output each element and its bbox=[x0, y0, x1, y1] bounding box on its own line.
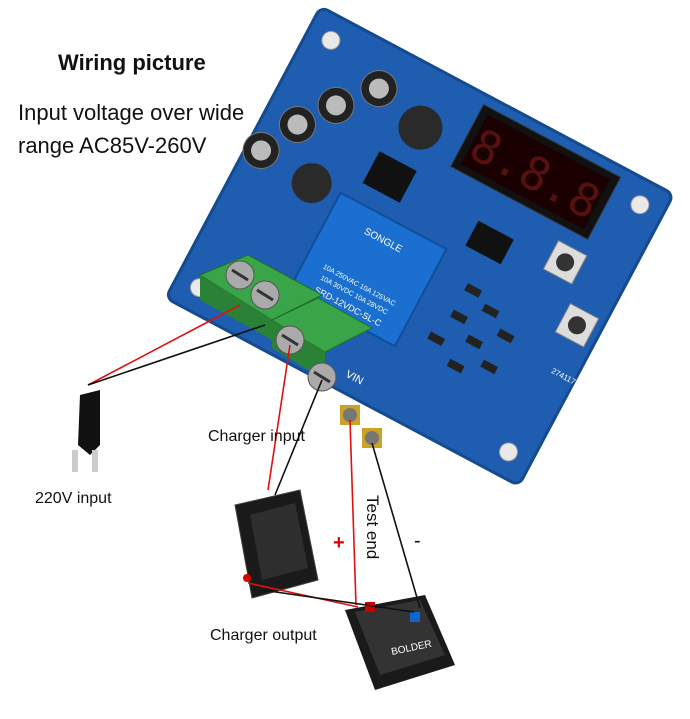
ac-plug bbox=[72, 390, 100, 472]
page-title: Wiring picture bbox=[58, 50, 206, 75]
plus-label: + bbox=[333, 532, 345, 554]
charger-input-label: Charger input bbox=[208, 428, 305, 445]
battery: BOLDER bbox=[345, 595, 455, 690]
charger-adapter bbox=[234, 489, 319, 599]
subtitle-line-1: Input voltage over wide bbox=[18, 100, 245, 125]
pcb-board: 8.8.8 SONGLE 10A 250VAC 10A 125VAC 10A 3… bbox=[166, 7, 673, 485]
test-end-label: Test end bbox=[363, 495, 382, 560]
input-220v-label: 220V input bbox=[35, 490, 112, 507]
subtitle-line-2: range AC85V-260V bbox=[18, 133, 207, 158]
test-terminals bbox=[340, 405, 382, 448]
minus-label: - bbox=[414, 530, 421, 552]
charger-output-label: Charger output bbox=[210, 627, 317, 644]
terminal-block-charger bbox=[270, 297, 374, 392]
